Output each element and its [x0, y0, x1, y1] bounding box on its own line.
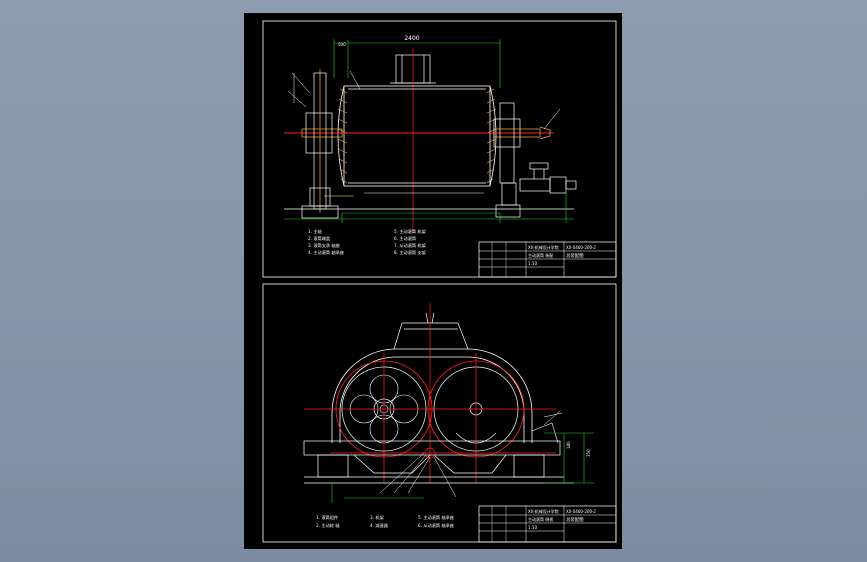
part-1: 1. 主轴: [308, 228, 322, 235]
drive-motor: [519, 162, 577, 194]
tb2-scale: 1:10: [528, 525, 537, 530]
tb1-name: 总装配图: [566, 252, 584, 259]
title-block-1: XX-机械设计学院 XX-0460-200-2 主动滚筒 装配 总装配图 1:1…: [478, 241, 617, 278]
main-shaft: [284, 126, 554, 140]
tb2-drawing-no: XX-0460-200-2: [566, 509, 596, 514]
side-part-5: 5. 主动滚筒 轴承座: [418, 514, 454, 521]
drawing-canvas: 2400 500: [262, 20, 617, 543]
tb1-scale: 1:10: [528, 261, 537, 266]
part-8: 8. 主动滚筒 支架: [394, 249, 426, 256]
sheet-2-border: [262, 283, 617, 543]
foundation: [284, 189, 574, 223]
parts-list-2: 1. 滚筒组件 2. 主动轮 轴 3. 机架 4. 减速器 5. 主动滚筒 轴承…: [316, 514, 454, 529]
side-bracket: [531, 412, 563, 444]
drum-end-liners: [337, 88, 497, 184]
tb1-drawing-no: XX-0460-200-2: [566, 245, 596, 250]
side-leaders: [379, 410, 561, 498]
side-part-3: 3. 机架: [370, 514, 384, 521]
tb1-title-line: 主动滚筒 装配: [528, 252, 553, 258]
part-7: 7. 从动滚筒 机架: [394, 242, 426, 249]
side-dimensions: [331, 432, 594, 503]
dim-height-b: 350: [586, 449, 591, 457]
tb2-title-line: 主动滚筒 侧视: [528, 516, 553, 522]
side-centerlines: [304, 303, 556, 483]
part-2: 2. 滚筒端盖: [308, 235, 330, 242]
side-part-1: 1. 滚筒组件: [316, 514, 338, 521]
title-block-2: XX-机械设计学院 XX-0460-200-2 主动滚筒 侧视 总装配图 1:1…: [478, 505, 617, 543]
tb2-name: 总装配图: [566, 516, 584, 523]
leader-lines: [287, 70, 561, 130]
drawing-sheet: 2400 500: [244, 13, 622, 549]
top-dimension: 2400 500: [333, 35, 501, 88]
part-6: 6. 主动滚筒: [394, 235, 416, 242]
sheet-2: 180 350 1. 滚筒组件 2. 主动轮 轴 3. 机架 4. 减速器 5.: [262, 283, 617, 543]
drum-housing: [331, 348, 533, 443]
side-hopper: [393, 312, 469, 350]
part-5: 5. 主动滚筒 机架: [394, 228, 426, 235]
part-3: 3. 滚筒支承 轴座: [308, 242, 340, 249]
side-part-2: 2. 主动轮 轴: [316, 522, 339, 529]
side-part-4: 4. 减速器: [370, 522, 389, 529]
tb2-school: XX-机械设计学院: [528, 508, 559, 514]
dim-overall-width: 2400: [404, 35, 419, 42]
parts-list-1: 1. 主轴 2. 滚筒端盖 3. 滚筒支承 轴座 4. 主动滚筒 轴承座 5. …: [308, 228, 426, 256]
side-base-frame: [303, 440, 574, 484]
drum: [337, 85, 497, 187]
part-4: 4. 主动滚筒 轴承座: [308, 249, 344, 256]
tb1-school: XX-机械设计学院: [528, 244, 559, 250]
dim-height-a: 180: [566, 441, 571, 449]
right-bearing-assembly: [493, 102, 521, 218]
left-bearing-assembly: [301, 69, 339, 219]
dim-left-offset: 500: [338, 42, 346, 47]
sheet-1-border: [262, 20, 617, 278]
side-part-6: 6. 从动滚筒 轴承座: [418, 522, 454, 529]
sheet-1: 2400 500: [262, 20, 617, 278]
